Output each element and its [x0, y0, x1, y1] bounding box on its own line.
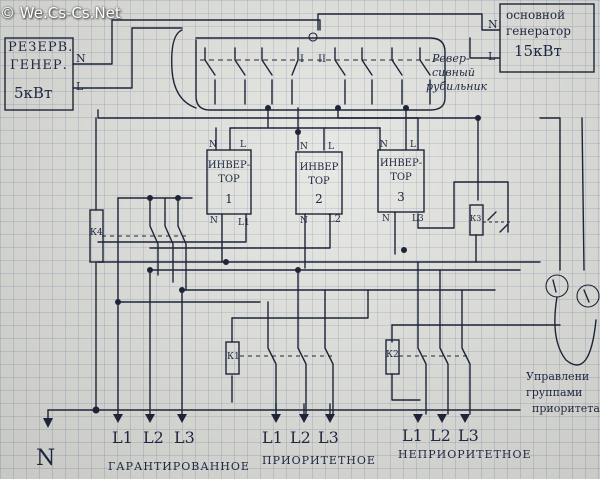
contactor-k2-label: К2 — [386, 350, 399, 360]
control-label-line2: группами — [526, 386, 583, 399]
inverter-1-line1: ИНВЕР- — [207, 160, 251, 171]
changeover-switch-line2: сивный — [432, 66, 475, 79]
inverter-3-l: L — [410, 140, 416, 150]
inverter-1-box — [206, 149, 252, 215]
control-label-line3: приоритета — [532, 402, 600, 415]
contactor-k3-label: К3 — [470, 214, 482, 223]
changeover-switch-line3: рубильник — [426, 80, 488, 93]
guaranteed-phase-2: L2 — [143, 428, 164, 447]
control-relay-wires — [539, 117, 585, 271]
inv1-out-l — [97, 213, 247, 243]
control-relay-loop — [554, 296, 597, 366]
inv3-out-l — [417, 181, 509, 233]
inverter-3-line1: ИНВЕР- — [379, 158, 423, 169]
inverter-1-out-n: N — [210, 216, 218, 226]
priority-phase-1: L1 — [262, 428, 283, 447]
guaranteed-phase-3: L3 — [174, 428, 195, 447]
inverter-1-line2: ТОР — [218, 174, 240, 185]
bus-top-distribution — [97, 109, 479, 201]
nonpriority-phase-2: L2 — [430, 426, 451, 445]
guaranteed-group-label: ГАРАНТИРОВАННОЕ — [108, 460, 250, 473]
main-generator-box — [499, 3, 595, 73]
main-generator-power: 15кВт — [514, 42, 562, 60]
nonpriority-phase-1: L1 — [402, 426, 423, 445]
k1-contacts — [267, 269, 334, 415]
main-generator-l: L — [488, 50, 496, 63]
inverter-2-line2: ТОР — [308, 176, 330, 187]
inverter-3-box — [377, 149, 425, 213]
inverter-2-out-l: L2 — [328, 214, 342, 225]
changeover-switch-pos1: I — [300, 54, 304, 65]
inverter-2-n: N — [300, 142, 308, 152]
inverter-3-out-n: N — [382, 214, 390, 224]
inverter-1-l: L — [240, 140, 246, 150]
priority-phase-2: L2 — [290, 428, 311, 447]
control-label-line1: Управлени — [526, 370, 590, 383]
inverter-3-out-l: L3 — [412, 214, 424, 224]
reserve-generator-power: 5кВт — [14, 84, 53, 102]
wire-reserve-l — [72, 27, 183, 89]
inverter-2-box — [295, 151, 343, 215]
inverter-3-num: 3 — [397, 190, 405, 204]
changeover-switch-pos2: II — [318, 54, 326, 65]
priority-phase-3: L3 — [318, 428, 339, 447]
guaranteed-phase-1: L1 — [112, 428, 133, 447]
inverter-1-n: N — [209, 140, 217, 150]
control-relay-2 — [576, 284, 600, 308]
control-relay-1 — [545, 274, 569, 298]
inverter-2-num: 2 — [315, 192, 323, 206]
k4-contacts — [149, 197, 187, 291]
changeover-switch-line1: Ревер- — [432, 52, 470, 65]
bus-n-drops — [215, 127, 381, 151]
contactor-k1-coil — [225, 341, 240, 375]
contactor-k2-coil — [385, 339, 400, 375]
contactor-k4-label: К4 — [90, 228, 103, 238]
main-generator-line2: генератор — [506, 24, 571, 38]
k2-coil-wires — [391, 324, 421, 401]
wire-reserve-n — [72, 19, 321, 65]
reserve-generator-n: N — [76, 52, 86, 65]
k1-control-wire — [231, 289, 369, 319]
main-generator-line1: основной — [506, 8, 566, 22]
control-relay-needles — [552, 279, 590, 303]
inverter-1-num: 1 — [225, 192, 233, 206]
inverter-3-n: N — [380, 140, 388, 150]
changeover-switch-outline — [195, 37, 446, 111]
inverter-2-line1: ИНВЕР — [299, 162, 339, 173]
main-generator-n: N — [488, 18, 498, 31]
inverter-2-l: L — [328, 142, 334, 152]
wire-main-l — [469, 37, 501, 59]
changeover-switch-pivot — [308, 32, 318, 42]
k2-contacts — [417, 261, 471, 415]
reserve-generator-line2: ГЕНЕР. — [10, 58, 68, 73]
output-neutral: N — [36, 446, 56, 471]
nonpriority-group-label: НЕПРИОРИТЕТНОЕ — [398, 448, 532, 461]
nonpriority-phase-3: L3 — [458, 426, 479, 445]
inverter-2-out-n: N — [300, 216, 308, 226]
reserve-generator-line1: РЕЗЕРВ. — [8, 40, 74, 55]
k3-contacts — [487, 211, 509, 233]
contactor-k1-label: К1 — [227, 352, 240, 362]
changeover-switch-blades — [204, 47, 431, 105]
inverter-1-out-l: L1 — [238, 218, 250, 228]
wire-main-n — [317, 13, 501, 31]
inverter-3-line2: ТОР — [390, 172, 412, 183]
reserve-generator-box — [4, 37, 74, 111]
changeover-switch-loop — [171, 29, 197, 109]
reserve-generator-l: L — [76, 80, 84, 93]
bus-l-to-inv1 — [229, 107, 269, 151]
watermark: © We.Cs-Cs.Net — [0, 4, 121, 22]
inv2-out-l — [149, 213, 331, 249]
priority-group-label: ПРИОРИТЕТНОЕ — [262, 454, 376, 467]
